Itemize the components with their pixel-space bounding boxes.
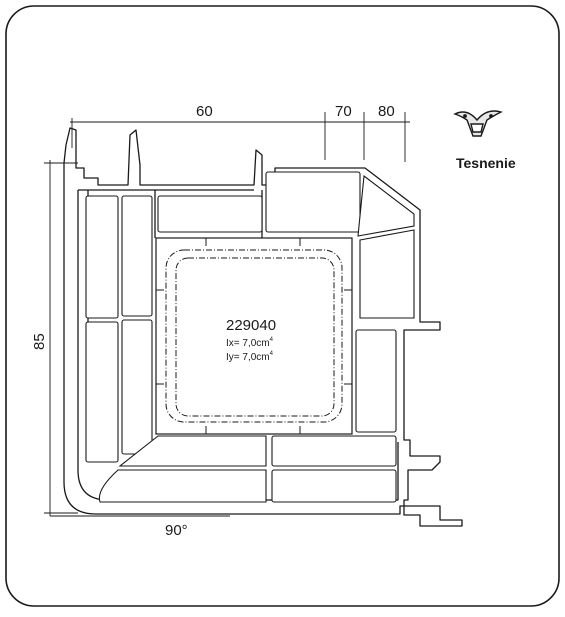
dimension-80: 80 bbox=[378, 103, 395, 120]
profile-code: 229040 bbox=[226, 317, 276, 334]
legend-label: Tesnenie bbox=[456, 155, 516, 171]
dimension-lines bbox=[44, 112, 410, 517]
iy-label: Iy= 7,0cm4 bbox=[226, 351, 274, 363]
ix-label: Ix= 7,0cm4 bbox=[226, 337, 274, 349]
dimension-85: 85 bbox=[31, 333, 48, 350]
profile-chambers bbox=[85, 171, 415, 503]
dimension-70: 70 bbox=[335, 103, 352, 120]
steel-reinforcement bbox=[155, 237, 353, 435]
dimension-60: 60 bbox=[196, 103, 213, 120]
dimension-90-deg: 90° bbox=[165, 522, 188, 539]
outer-frame bbox=[5, 5, 560, 607]
gasket-icon bbox=[453, 110, 503, 137]
